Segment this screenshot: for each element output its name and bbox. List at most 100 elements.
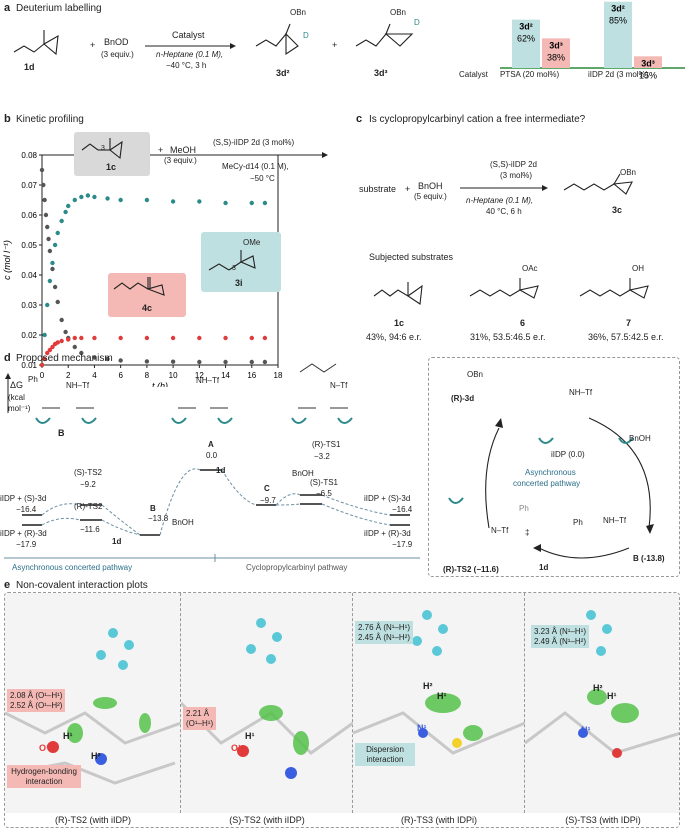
cycle-bnoh: BnOH [629, 434, 651, 443]
x-tick-label-12: 12 [195, 371, 204, 380]
kinetic-arrow-bottom-2: −50 °C [250, 174, 275, 183]
cycle-obn: OBn [467, 370, 484, 379]
callout-1: 2.08 Å (O¹–H¹) 2.52 Å (O¹–H²) [7, 689, 66, 713]
point-1c-3 [43, 212, 49, 218]
c-arrow-top-1: (S,S)-iIDP 2d [490, 160, 537, 169]
meoh-equiv: (3 equiv.) [164, 156, 197, 165]
point-1c-7 [50, 266, 55, 272]
plus-sign: + [90, 40, 96, 50]
x-tick-label-16: 16 [247, 371, 256, 380]
structure-1c-icon [81, 138, 123, 160]
level-rts2: (R)-TS2 [74, 502, 103, 511]
panel-a-title: Deuterium labelling [16, 3, 102, 14]
cycle-async-2: concerted pathway [513, 479, 581, 488]
atom-h1-3: H¹ [437, 691, 447, 701]
x-tick-label-4: 4 [92, 371, 97, 380]
point-3i-3 [47, 278, 53, 284]
y-tick-label-0.08: 0.08 [21, 151, 37, 160]
cycle-r3d: (R)-3d [451, 394, 475, 403]
level-1d-left: 1d [112, 537, 122, 546]
callout-hbond: Hydrogen-bonding interaction [7, 765, 81, 789]
box-3i: OMe 3 3i [201, 232, 281, 292]
level-right-s3d-energy: −16.4 [392, 505, 413, 514]
point-3i-20 [249, 200, 254, 206]
substrate-1c-result: 43%, 94:6 e.r. [366, 332, 422, 342]
point-3i-12 [85, 193, 91, 198]
bar-3d3-1 [542, 38, 570, 68]
subjected-structures [373, 278, 649, 305]
level-left-r3d: iIDP + (R)-3d [0, 529, 47, 538]
substrate-7-result: 36%, 57.5:42.5 e.r. [588, 332, 664, 342]
dg-unit-2: mol⁻¹) [8, 404, 31, 413]
plus-c: + [405, 184, 411, 194]
structure-4c-icon [113, 277, 165, 296]
cycle-ntf: N–Tf [491, 526, 509, 535]
point-4c-7 [59, 338, 64, 344]
level-B-energy: −13.8 [148, 514, 169, 523]
point-1c-6 [47, 248, 53, 254]
bar-3d2-2 [604, 1, 632, 69]
bar-category-2: iIDP 2d (3 mol%) [588, 70, 649, 79]
nci-caption-2: (S)-TS2 (with iIDP) [229, 815, 305, 825]
level-B: B [150, 504, 156, 513]
point-1c-14 [79, 350, 84, 356]
x-tick-label-10: 10 [169, 371, 178, 380]
subjected-title: Subjected substrates [369, 252, 454, 262]
bnoh-equiv: (5 equiv.) [414, 192, 447, 201]
y-tick-label-0.06: 0.06 [21, 211, 37, 220]
atom-n1-4: N¹ [581, 725, 591, 735]
nci-panel: 2.08 Å (O¹–H¹) 2.52 Å (O¹–H²) Hydrogen-b… [4, 592, 680, 828]
level-A-energy: 0.0 [206, 451, 218, 460]
box-1c-label: 1c [106, 162, 117, 172]
panel-e-title: Non-covalent interaction plots [16, 580, 148, 591]
x-tick-label-14: 14 [221, 371, 230, 380]
point-1c-16 [105, 356, 110, 362]
cycle-nhtf-b: NH–Tf [603, 516, 627, 525]
energy-connectors [41, 468, 391, 536]
nci-render-3 [352, 610, 526, 755]
level-A: A [208, 440, 214, 449]
atom-h2-4: H² [593, 683, 603, 693]
structure-7 [579, 278, 649, 299]
point-3i-15 [118, 197, 123, 203]
callout-2-line-2: (O¹–H¹) [186, 718, 214, 728]
level-1d-right: 1d [216, 466, 226, 475]
kinetic-arrow [210, 152, 328, 158]
point-4c-3 [47, 347, 53, 353]
level-right-r3d-energy: −17.9 [392, 540, 413, 549]
point-1c-5 [46, 236, 51, 242]
point-3i-4 [50, 260, 55, 266]
point-4c-2 [45, 350, 50, 356]
point-1c-22 [249, 359, 254, 365]
nci-render-2 [179, 618, 354, 779]
bar-3d3-2 [634, 56, 662, 68]
atom-h1-1: H¹ [63, 731, 73, 741]
level-right-s3d: iIDP + (S)-3d [364, 494, 411, 503]
point-4c-15 [197, 335, 202, 341]
bar-value-label-3d2-1: 62% [517, 34, 535, 44]
pathway-left-label: Asynchronous concerted pathway [12, 563, 133, 572]
bnoh-label: BnOH [418, 181, 443, 191]
x-tick-label-2: 2 [66, 371, 71, 380]
kinetic-arrow-bottom-1: MeCy-d14 (0.1 M), [222, 162, 289, 171]
bar-value-label-3d2-2: 85% [609, 16, 627, 26]
reagent-equiv: (3 equiv.) [101, 50, 134, 59]
d-label-2: D [414, 18, 420, 27]
panel-d-letter: d [4, 352, 11, 364]
panel-d-title: Proposed mechanism [16, 353, 113, 364]
structure-B [35, 407, 97, 424]
atom-h2-1: H² [91, 751, 101, 761]
c-arrow-top-2: (3 mol%) [500, 171, 533, 180]
c-arrow-bottom-2: 40 °C, 6 h [486, 207, 522, 216]
level-left-r3d-energy: −17.9 [16, 540, 37, 549]
structure-3c [563, 173, 633, 195]
point-4c-8 [66, 337, 71, 342]
point-1c-20 [197, 359, 202, 365]
bnoh-energy-1: BnOH [172, 518, 194, 527]
bar-series-label-3d3-2: 3d³ [641, 58, 655, 68]
substrate-7-id: 7 [626, 318, 632, 328]
box-3i-label: 3i [235, 278, 243, 288]
atom-h1-4: H¹ [607, 691, 617, 701]
pathway-right-label: Cyclopropylcarbinyl pathway [246, 563, 348, 572]
